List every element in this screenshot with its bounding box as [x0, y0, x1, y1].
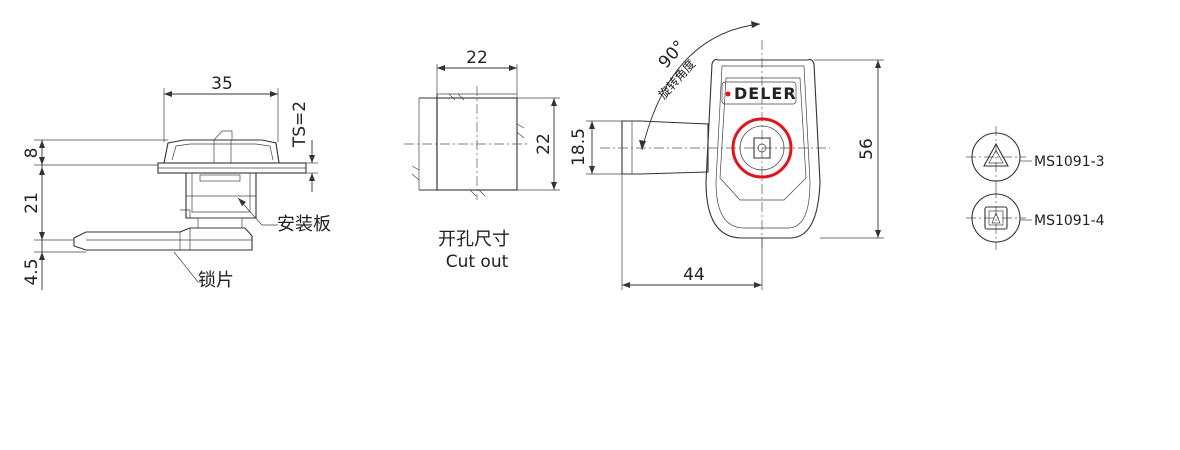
cutout-top-dim: 22: [466, 48, 488, 68]
width-dim: 44: [683, 265, 705, 285]
triangle-key-icon: [983, 142, 1009, 167]
panel-thickness-dim: TS=2: [290, 101, 310, 148]
brand-logo: DELER: [734, 84, 797, 103]
side-view: 35 TS=2: [22, 74, 331, 291]
key-option-1: MS1091-3: [966, 126, 1105, 188]
key-option-2: MS1091-4: [966, 188, 1105, 250]
side-width-dim: 35: [211, 74, 233, 94]
square-key-icon: [984, 206, 1008, 230]
cam-dim: 18.5: [569, 128, 589, 166]
height-dim: 56: [857, 138, 877, 160]
front-view: 18.5 DELER 90° 旋转角度 56 4: [569, 21, 884, 290]
cam-label: 锁片: [198, 270, 234, 291]
dim-21: 21: [22, 192, 42, 214]
cutout-title-cn: 开孔尺寸: [438, 229, 510, 250]
key-code-1: MS1091-3: [1034, 154, 1105, 170]
cutout-right-dim: 22: [534, 133, 554, 155]
panel-label: 安装板: [277, 214, 331, 235]
cutout-title-en: Cut out: [446, 252, 509, 272]
key-code-2: MS1091-4: [1034, 213, 1105, 229]
key-highlight-circle: [731, 117, 793, 179]
dim-4-5: 4.5: [22, 258, 42, 285]
brand-dot-icon: [725, 91, 731, 97]
dim-8: 8: [22, 148, 42, 159]
cutout-view: 22 22 开孔尺寸 Cut out: [404, 48, 560, 272]
